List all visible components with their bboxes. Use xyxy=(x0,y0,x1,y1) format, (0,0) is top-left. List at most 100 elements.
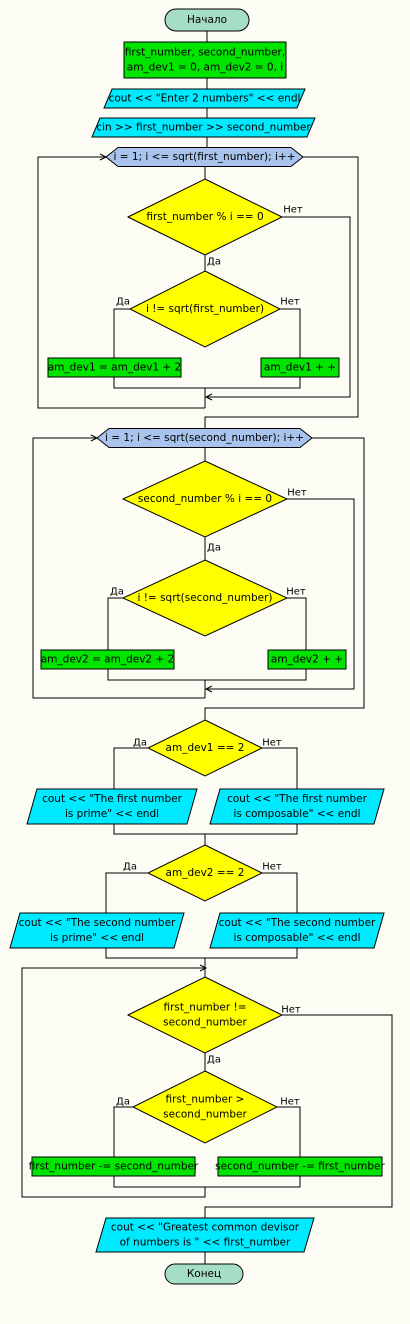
edge-cond3-yes xyxy=(113,747,148,789)
init-process xyxy=(123,41,287,79)
cond5b-decision xyxy=(131,1070,279,1144)
cond2b-no-label: Нет xyxy=(286,587,306,598)
init-text-2: am_dev1 = 0, am_dev2 = 0, i xyxy=(127,62,283,74)
cond5-no-label: Нет xyxy=(281,1005,301,1016)
init-text-1: first_number, second_number, xyxy=(125,47,285,59)
edge-loop2-back xyxy=(32,437,205,699)
out_prompt-text: cout << "Enter 2 numbers" << endl xyxy=(109,93,301,105)
edge-out3-merge xyxy=(113,824,298,835)
edge-cond5b-no xyxy=(277,1106,301,1157)
edge-loop1-back xyxy=(37,156,205,409)
cond2-yes-label: Да xyxy=(207,543,221,554)
cond3-no-label: Нет xyxy=(262,738,282,749)
proc5b-text: second_number -= first_number xyxy=(215,1161,385,1173)
cond2-no-label: Нет xyxy=(287,488,307,499)
cond1b-yes-label: Да xyxy=(116,297,130,308)
proc1a-process xyxy=(47,357,182,378)
loop2-text: i = 1; i <= sqrt(second_number); i++ xyxy=(105,432,304,444)
cond1b-decision xyxy=(128,270,282,348)
cond4-text: am_dev2 == 2 xyxy=(166,867,245,879)
in_numbers-text: cin >> first_number >> second_number xyxy=(96,122,311,134)
cond5b-yes-label: Да xyxy=(116,1097,130,1108)
edge-proc1-merge xyxy=(113,377,301,389)
proc5a-process xyxy=(31,1156,196,1177)
cond4-decision xyxy=(146,844,264,902)
out3b-text-1: cout << "The first number xyxy=(227,793,367,805)
cond4-no-label: Нет xyxy=(262,862,282,873)
cond1-no-label: Нет xyxy=(283,205,303,216)
edge-cond1b-no xyxy=(280,308,301,358)
edge-cond2b-yes xyxy=(107,597,123,650)
proc2b-process xyxy=(267,649,347,670)
out4a-text-2: is prime" << endl xyxy=(50,932,144,944)
edge-cond1b-yes xyxy=(113,308,130,358)
in_numbers-io xyxy=(91,117,316,138)
proc2a-process xyxy=(40,649,175,670)
edge-out4-merge xyxy=(105,948,298,959)
edge-proc5-merge xyxy=(113,1176,301,1188)
edge-cond3-no xyxy=(262,747,298,789)
proc1b-text: am_dev1 + + xyxy=(264,362,336,374)
out_prompt-io xyxy=(103,88,306,109)
proc2b-text: am_dev2 + + xyxy=(271,654,343,666)
cond5-text-1: first_number != xyxy=(163,1002,246,1014)
out4a-io xyxy=(9,912,185,949)
out3a-io xyxy=(26,788,198,825)
cond5b-no-label: Нет xyxy=(280,1097,300,1108)
cond5b-text-1: first_number > xyxy=(166,1094,245,1106)
out3b-io xyxy=(209,788,385,825)
edge-cond2b-no xyxy=(287,597,307,650)
out3a-text-2: is prime" << endl xyxy=(65,808,159,820)
cond2b-decision xyxy=(121,559,289,637)
cond2b-yes-label: Да xyxy=(110,587,124,598)
out3b-text-2: is composable" << endl xyxy=(234,808,361,820)
end-text: Конец xyxy=(187,1268,221,1280)
connector-lines xyxy=(21,31,393,1264)
edge-cond1-no-arrow xyxy=(204,393,213,401)
proc2a-text: am_dev2 = am_dev2 + 2 xyxy=(41,654,175,666)
cond1-decision xyxy=(126,178,284,256)
out_result-text-1: cout << "Greatest common devisor xyxy=(111,1222,300,1234)
edge-loop1-exit xyxy=(204,156,359,428)
proc5a-text: first_number -= second_number xyxy=(29,1161,199,1173)
out4b-text-1: cout << "The second number xyxy=(219,917,376,929)
cond1-yes-label: Да xyxy=(207,257,221,268)
cond3-decision xyxy=(146,719,264,777)
loop1-text: i = 1; i <= sqrt(first_number); i++ xyxy=(113,151,295,163)
cond5-decision xyxy=(126,976,284,1054)
edge-loop5-back xyxy=(21,967,206,1198)
proc1b-process xyxy=(260,357,340,378)
edge-proc2-merge xyxy=(107,669,307,681)
cond1b-text: i != sqrt(first_number) xyxy=(146,303,264,315)
cond2-text: second_number % i == 0 xyxy=(138,493,272,505)
edge-cond2-no xyxy=(206,498,355,690)
loop2-loop xyxy=(96,428,313,448)
end-terminal xyxy=(164,1263,244,1285)
cond1-text: first_number % i == 0 xyxy=(146,211,263,223)
cond2b-text: i != sqrt(second_number) xyxy=(137,592,272,604)
edge-cond5b-yes xyxy=(113,1106,133,1157)
proc5b-process xyxy=(217,1156,383,1177)
start-terminal xyxy=(164,8,250,32)
cond5-text-2: second_number xyxy=(163,1017,247,1029)
out_result-io xyxy=(95,1217,315,1253)
edge-loop5-back-arrow xyxy=(199,964,208,972)
out4b-text-2: is composable" << endl xyxy=(234,932,361,944)
cond2-decision xyxy=(121,460,289,538)
edge-cond5-no xyxy=(204,1014,393,1218)
proc1a-text: am_dev1 = am_dev1 + 2 xyxy=(48,362,182,374)
edge-cond2-no-arrow xyxy=(204,685,213,693)
edge-loop2-exit xyxy=(204,437,365,720)
cond3-text: am_dev1 == 2 xyxy=(166,742,245,754)
edge-cond4-yes xyxy=(105,872,148,913)
cond1b-no-label: Нет xyxy=(280,297,300,308)
cond5-yes-label: Да xyxy=(207,1055,221,1066)
cond4-yes-label: Да xyxy=(123,862,137,873)
out3a-text-1: cout << "The first number xyxy=(42,793,182,805)
flowchart-shapes xyxy=(9,8,385,1285)
cond5b-text-2: second_number xyxy=(163,1109,247,1121)
out4a-text-1: cout << "The second number xyxy=(19,917,176,929)
loop1-loop xyxy=(105,147,304,167)
